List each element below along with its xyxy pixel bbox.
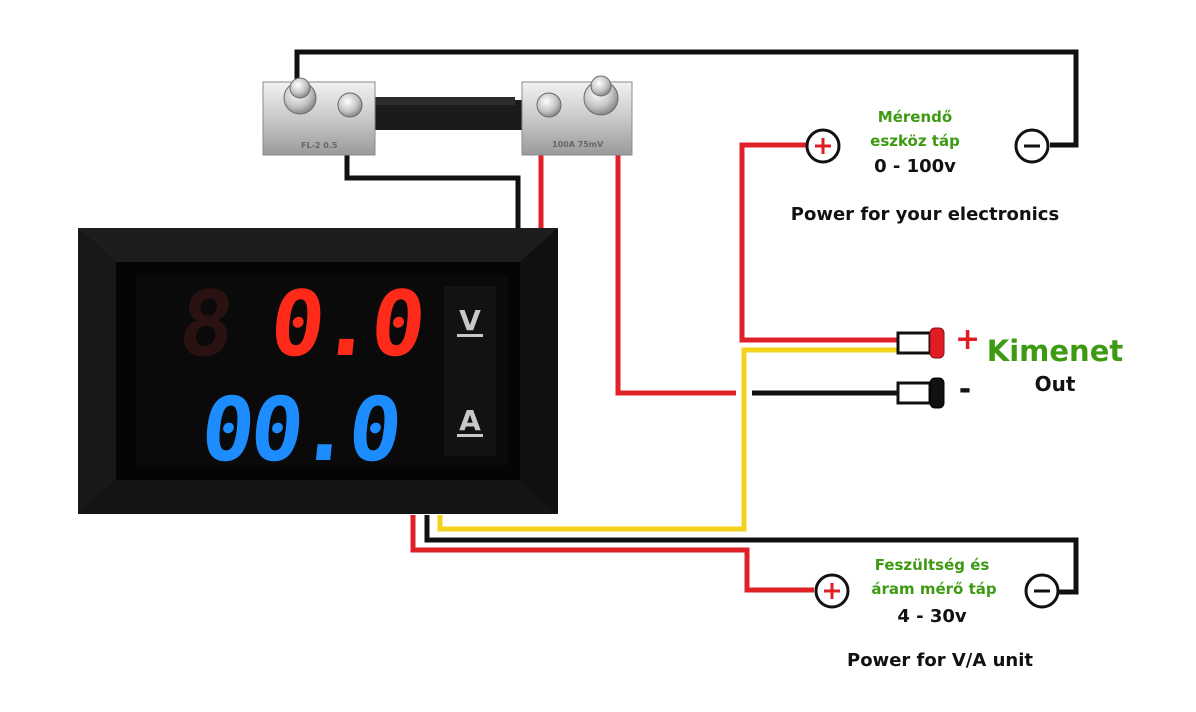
unit-supply-range: 4 - 30v — [897, 606, 967, 627]
current-unit-bar — [457, 434, 483, 437]
output-minus-sign: - — [958, 372, 972, 407]
unit-supply-label-line1: Feszültség és — [874, 556, 990, 574]
measured-supply-range: 0 - 100v — [874, 156, 956, 177]
unit-supply-negative-terminal — [1024, 573, 1060, 609]
voltage-ghost-digit: 8 — [174, 272, 239, 377]
voltage-unit-label: V — [459, 304, 481, 337]
wire-shunt-to-out-neg — [615, 112, 736, 396]
measured-supply-label-line1: Mérendő — [877, 108, 953, 126]
shunt-right-marking: 100A 75mV — [552, 140, 604, 149]
output-label-en: Out — [1034, 372, 1076, 396]
measured-supply-negative-terminal — [1014, 128, 1050, 164]
wire-yellow-sense — [437, 347, 900, 532]
unit-supply-positive-terminal — [814, 573, 850, 609]
wire-meter-to-unit-supply-pos — [410, 515, 814, 593]
output-label: Kimenet — [986, 334, 1124, 368]
shunt-left-marking: FL-2 0.5 — [301, 141, 338, 150]
current-display: 00.0 — [196, 378, 403, 481]
output-positive-connector — [896, 327, 945, 359]
measured-supply-positive-terminal — [805, 128, 841, 164]
panel-meter — [78, 228, 558, 514]
voltage-display: 0.0 — [265, 272, 427, 377]
output-negative-connector — [896, 377, 945, 409]
wire-supply-pos-to-out-pos — [739, 142, 900, 343]
measured-supply-label-line2: eszköz táp — [870, 132, 960, 150]
output-plus-sign: + — [955, 322, 981, 357]
unit-supply-label-line2: áram mérő táp — [871, 580, 997, 598]
shunt-resistor — [262, 75, 633, 156]
wire-shunt-left-to-supply-neg — [294, 49, 1079, 148]
current-unit-label: A — [459, 404, 481, 437]
unit-supply-description: Power for V/A unit — [847, 650, 1033, 671]
wire-meter-to-unit-supply-neg — [424, 515, 1079, 595]
voltage-unit-bar — [457, 334, 483, 337]
measured-supply-description: Power for your electronics — [790, 204, 1060, 225]
